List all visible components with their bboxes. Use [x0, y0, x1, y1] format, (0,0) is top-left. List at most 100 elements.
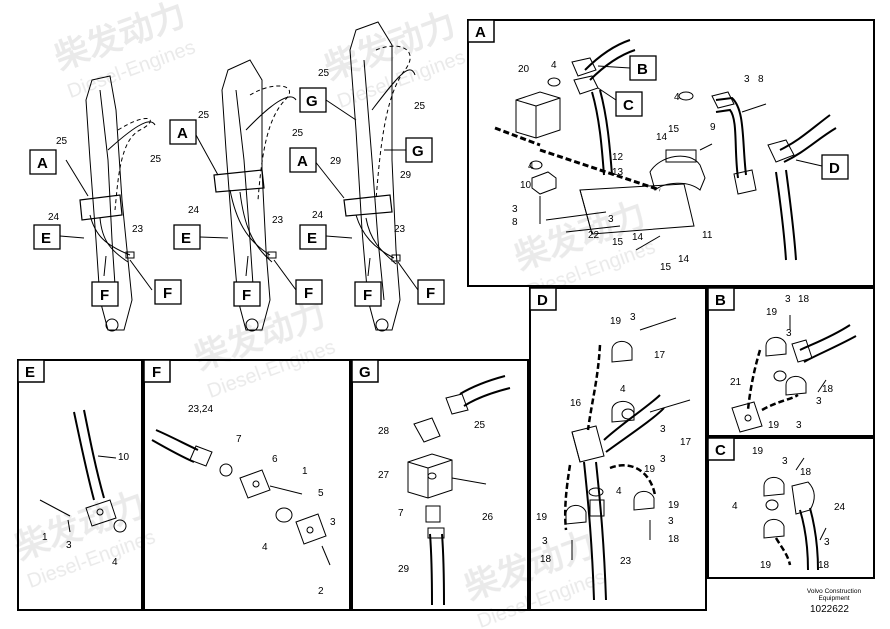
part-number: 25: [474, 420, 486, 431]
callout-g[interactable]: G: [299, 87, 327, 113]
part-number: 19: [768, 420, 780, 431]
callout-e[interactable]: E: [33, 224, 61, 250]
part-number: 4: [551, 60, 557, 71]
callout-a[interactable]: A: [29, 149, 57, 175]
panel-f-numbers: 23,24 7 6 1 5 3 4 2: [188, 404, 336, 597]
brand-line-2: Equipment: [818, 595, 850, 602]
part-number: 10: [118, 452, 130, 463]
part-number: 15: [660, 262, 672, 273]
callout-f[interactable]: F: [233, 281, 261, 307]
svg-text:C: C: [623, 97, 634, 114]
part-number: 3: [330, 517, 336, 528]
arm-overview: [59, 21, 419, 332]
part-number: 18: [668, 534, 680, 545]
watermark: 柴发动力 Diesel-Engines: [320, 5, 469, 113]
part-number: 29: [400, 170, 412, 181]
part-number: 18: [540, 554, 552, 565]
svg-text:E: E: [307, 230, 317, 247]
panel-d-numbers: 19 3 17 4 16 3 17 19 3 4 19 3 18 19 3 18…: [536, 312, 692, 567]
part-number: 11: [702, 230, 713, 241]
svg-text:G: G: [412, 143, 424, 160]
svg-text:F: F: [100, 287, 109, 304]
callout-f[interactable]: F: [417, 279, 445, 305]
part-number: 3: [660, 454, 666, 465]
part-number: 22: [588, 230, 600, 241]
arm-drawing-2: [213, 59, 297, 332]
svg-text:B: B: [637, 61, 648, 78]
part-number: 24: [188, 205, 200, 216]
callout-f[interactable]: F: [354, 281, 382, 307]
panel-label: A: [475, 24, 486, 41]
part-number: 19: [536, 512, 548, 523]
part-number: 3: [630, 312, 636, 323]
svg-text:F: F: [426, 285, 435, 302]
callout-f[interactable]: F: [154, 279, 182, 305]
part-number: 17: [654, 350, 666, 361]
part-number: 3: [668, 516, 674, 527]
callout-e[interactable]: E: [173, 224, 201, 250]
part-number: 25: [150, 154, 162, 165]
panel-a: A: [467, 19, 875, 287]
part-number: 29: [330, 156, 342, 167]
part-number: 25: [56, 136, 68, 147]
part-number: 7: [236, 434, 242, 445]
svg-text:F: F: [304, 285, 313, 302]
svg-text:G: G: [306, 93, 318, 110]
brand-caption: Volvo Construction Equipment: [794, 588, 874, 602]
arm-drawing-1: [79, 75, 156, 332]
part-number: 7: [398, 508, 404, 519]
part-number: 21: [730, 377, 742, 388]
arm-drawing-3: [343, 21, 416, 332]
part-number: 18: [818, 560, 830, 571]
part-number: 18: [800, 467, 812, 478]
part-number: 16: [570, 398, 582, 409]
panel-label: E: [25, 364, 35, 381]
watermark: 柴发动力 Diesel-Engines: [10, 485, 159, 593]
svg-text:F: F: [363, 287, 372, 304]
panel-f: F 23,24 7 6 1 5 3 4 2: [143, 359, 351, 611]
svg-text:A: A: [177, 125, 188, 142]
part-number: 3: [608, 214, 614, 225]
part-number: 24: [312, 210, 324, 221]
part-number: 3: [786, 328, 792, 339]
callout-a[interactable]: A: [169, 119, 197, 145]
part-number: 25: [198, 110, 210, 121]
callout-c[interactable]: C: [615, 91, 643, 117]
callout-f[interactable]: F: [295, 279, 323, 305]
panel-b-numbers: 19 3 18 3 21 18 3 19 3: [730, 294, 834, 431]
panel-label: B: [715, 292, 726, 309]
svg-text:A: A: [297, 153, 308, 170]
part-number: 3: [542, 536, 548, 547]
overview-callouts: A E F F A E F F G G A E F F: [29, 87, 445, 307]
callout-e[interactable]: E: [299, 224, 327, 250]
callout-b[interactable]: B: [629, 55, 657, 81]
part-number: 23: [620, 556, 632, 567]
brand-line-1: Volvo Construction: [806, 588, 862, 595]
panel-label: F: [152, 364, 161, 381]
part-number: 4: [528, 161, 534, 172]
callout-d[interactable]: D: [821, 154, 849, 180]
part-number: 5: [318, 488, 324, 499]
part-number: 29: [398, 564, 410, 575]
panel-c: C 19 3 18 4 24 3 18 19: [707, 437, 875, 579]
part-number: 14: [632, 232, 644, 243]
part-number: 3: [660, 424, 666, 435]
part-number: 14: [656, 132, 668, 143]
part-number: 19: [644, 464, 656, 475]
watermark: 柴发动力 Diesel-Engines: [50, 0, 199, 103]
part-number: 3: [512, 204, 518, 215]
callout-a[interactable]: A: [289, 147, 317, 173]
watermark: 柴发动力 Diesel-Engines: [460, 525, 609, 629]
part-number: 20: [518, 64, 530, 75]
part-number: 24: [48, 212, 60, 223]
watermark-layer: 柴发动力 Diesel-Engines 柴发动力 Diesel-Engines …: [10, 0, 659, 629]
part-number: 3: [744, 74, 750, 85]
callout-g[interactable]: G: [405, 137, 433, 163]
part-number: 25: [292, 128, 304, 139]
part-number: 19: [752, 446, 764, 457]
part-number: 3: [824, 537, 830, 548]
part-number: 4: [732, 501, 738, 512]
part-number: 4: [112, 557, 118, 568]
callout-f[interactable]: F: [91, 281, 119, 307]
